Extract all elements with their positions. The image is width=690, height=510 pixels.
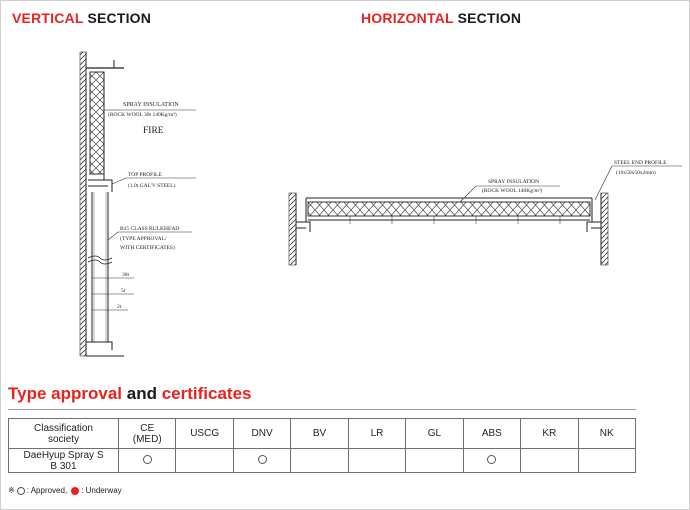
horizontal-section-drawing: SPRAY INSULATION (ROCK WOOL 140Kg/m³) ST… <box>288 160 682 266</box>
legend-approved: : Approved, <box>26 486 68 495</box>
approved-circle-icon <box>142 454 152 464</box>
product-line-2: B 301 <box>50 460 77 472</box>
top-profile-channel <box>88 179 113 192</box>
dim-30t-label: 30t <box>122 272 130 278</box>
h-right-wall <box>600 192 609 266</box>
v-spray-label: SPRAY INSULATION <box>123 102 179 108</box>
vertical-section-title: VERTICAL SECTION <box>12 10 151 26</box>
approval-title-middle: and <box>126 384 157 403</box>
h-spray-label: SPRAY INSULATION <box>488 179 539 185</box>
h-end-leader <box>594 165 613 201</box>
col-abs: ABS <box>462 418 522 449</box>
approved-circle-icon <box>487 454 497 464</box>
col-nk-label: NK <box>599 428 614 439</box>
top-profile-detail: (1.0t GAL'V STEEL) <box>128 182 176 189</box>
approved-circle-icon <box>257 454 267 464</box>
col-uscg: USCG <box>175 418 234 449</box>
status-abs <box>462 448 522 473</box>
section-drawings: SPRAY INSULATION (ROCK WOOL 30t 140Kg/m³… <box>79 51 682 357</box>
header-line-1: Classification <box>34 422 93 434</box>
legend: ※ : Approved, : Underway <box>8 486 122 495</box>
status-gl <box>405 448 464 473</box>
underway-dot-icon <box>71 486 80 495</box>
break-mark-1 <box>87 255 113 261</box>
col-gl-label: GL <box>427 428 442 439</box>
bulkhead-leader <box>107 231 119 241</box>
approved-circle-icon <box>16 486 25 495</box>
horizontal-title-accent: HORIZONTAL <box>361 10 454 26</box>
h-end-profile-detail: (10x50x50x2mm) <box>616 169 656 176</box>
status-lr <box>347 448 407 473</box>
horizontal-section-title: HORIZONTAL SECTION <box>361 10 521 26</box>
top-profile-label: TOP PROFILE <box>128 172 162 178</box>
vertical-insulation <box>89 71 105 175</box>
table-header-row: Classification society CE(MED) USCG DNV … <box>8 418 636 449</box>
col-lr-label: LR <box>370 428 384 439</box>
dim-5t-label: 5t <box>121 288 126 294</box>
status-nk <box>577 448 636 473</box>
vertical-section-drawing: SPRAY INSULATION (ROCK WOOL 30t 140Kg/m³… <box>79 51 196 357</box>
col-kr: KR <box>520 418 579 449</box>
certificates-table: Classification society CE(MED) USCG DNV … <box>8 418 636 473</box>
header-classification-society: Classification society <box>8 418 119 449</box>
col-kr-label: KR <box>542 428 557 439</box>
status-dnv <box>232 448 292 473</box>
legend-prefix: ※ <box>8 486 15 495</box>
v-spray-detail: (ROCK WOOL 30t 140Kg/m³) <box>108 111 177 118</box>
h-right-end-profile <box>586 221 601 232</box>
col-dnv-label: DNV <box>251 428 273 439</box>
col-lr: LR <box>347 418 407 449</box>
h-left-wall <box>288 192 297 266</box>
header-line-2: society <box>47 433 80 445</box>
h-spray-detail: (ROCK WOOL 140Kg/m³) <box>482 187 542 194</box>
col-nk: NK <box>577 418 636 449</box>
section-rule <box>8 409 636 410</box>
col-ce: CE(MED) <box>117 418 177 449</box>
legend-underway: : Underway <box>81 486 122 495</box>
status-kr <box>520 448 579 473</box>
vertical-title-rest: SECTION <box>87 10 152 26</box>
break-mark-2 <box>87 259 113 265</box>
product-line-1: DaeHyup Spray S <box>23 449 104 461</box>
vertical-wall-hatch <box>79 51 87 357</box>
dim-2t-label: 2t <box>117 304 122 310</box>
bulkhead-detail-2: WITH CERTIFICATES) <box>120 244 175 251</box>
approval-title-rest: certificates <box>161 384 252 403</box>
col-dnv: DNV <box>232 418 292 449</box>
fire-label: FIRE <box>143 126 164 136</box>
h-insulation <box>307 201 591 217</box>
col-bv: BV <box>290 418 349 449</box>
h-panel-joints <box>349 216 561 224</box>
vertical-title-accent: VERTICAL <box>12 10 84 26</box>
col-bv-label: BV <box>312 428 327 439</box>
col-ce-line1: CE <box>140 422 155 434</box>
table-row: DaeHyup Spray S B 301 <box>8 448 636 473</box>
col-abs-label: ABS <box>481 428 502 439</box>
status-bv <box>290 448 349 473</box>
bottom-deck <box>86 341 124 357</box>
h-spray-leader <box>459 185 477 203</box>
horizontal-title-rest: SECTION <box>457 10 522 26</box>
type-approval-title: Type approval and certificates <box>8 384 251 404</box>
h-end-profile-label: STEEL END PROFILE <box>614 160 667 166</box>
top-profile-leader <box>111 177 127 185</box>
col-uscg-label: USCG <box>190 428 220 439</box>
status-ce <box>117 448 177 473</box>
h-left-end-profile <box>296 221 311 232</box>
approval-title-accent: Type approval <box>8 384 122 403</box>
bulkhead-detail-1: (TYPE APPROVAL/ <box>120 235 167 242</box>
col-gl: GL <box>405 418 464 449</box>
product-cell: DaeHyup Spray S B 301 <box>8 448 119 473</box>
col-ce-line2: (MED) <box>132 433 162 445</box>
status-uscg <box>175 448 234 473</box>
bulkhead-label: B15 CLASS BULKHEAD <box>120 226 179 232</box>
